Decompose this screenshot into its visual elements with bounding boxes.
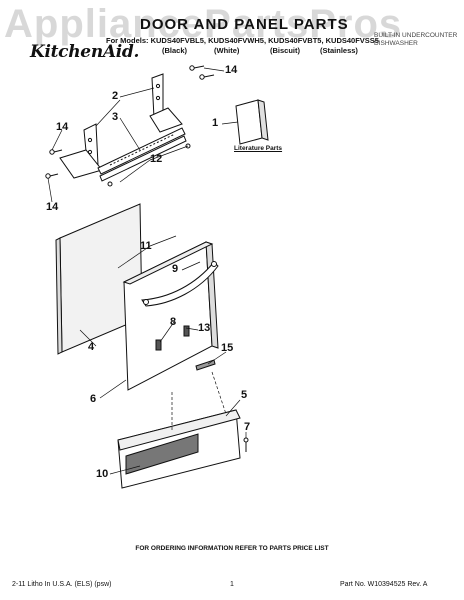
finish-stainless: (Stainless) — [320, 46, 358, 55]
callout-8: 8 — [170, 316, 177, 328]
page-number: 1 — [230, 581, 234, 588]
callout-3: 3 — [112, 111, 119, 123]
callout-9: 9 — [172, 263, 179, 275]
screw-group-left — [45, 149, 63, 179]
callout-13: 13 — [198, 322, 211, 334]
leader-lines — [47, 67, 247, 475]
subtitle-line-2: DISHWASHER — [374, 40, 418, 47]
screw-group-top — [189, 65, 215, 80]
hinge-support-rail — [97, 127, 187, 182]
door-handle — [141, 261, 219, 307]
callout-11: 11 — [140, 240, 152, 252]
callout-10: 10 — [96, 468, 109, 480]
door-bracket-left — [59, 123, 103, 179]
toe-panel-insulation — [125, 433, 199, 475]
toe-panel-screw — [243, 437, 249, 452]
models-line: For Models: KUDS40FVBL5, KUDS40FVWH5, KU… — [106, 36, 379, 45]
callout-2: 2 — [112, 90, 119, 102]
handle-spacers — [155, 325, 190, 351]
callout-15: 15 — [221, 342, 234, 354]
appliance-subtitle: BUILT-IN UNDERCOUNTER DISHWASHER — [374, 32, 457, 48]
screw-group-rail — [107, 143, 191, 187]
watermark-text: AppliancePartsPros — [4, 2, 403, 46]
callout-14-left: 14 — [56, 121, 69, 133]
literature-booklet — [235, 99, 269, 145]
callout-5: 5 — [241, 389, 248, 401]
ordering-info: FOR ORDERING INFORMATION REFER TO PARTS … — [135, 545, 329, 552]
literature-label: Literature Parts — [234, 145, 283, 152]
subtitle-line-1: BUILT-IN UNDERCOUNTER — [374, 32, 458, 39]
finish-white: (White) — [214, 46, 240, 55]
callout-12: 12 — [150, 153, 163, 165]
callout-1: 1 — [212, 117, 219, 129]
part-number: Part No. W10394525 Rev. A — [340, 581, 428, 588]
brand-logo: KitchenAid. — [30, 42, 140, 62]
door-bracket-right — [149, 73, 183, 133]
callout-6: 6 — [90, 393, 97, 405]
finish-biscuit: (Biscuit) — [270, 46, 300, 55]
callout-4: 4 — [88, 341, 95, 353]
litho-note: 2-11 Litho In U.S.A. (ELS) (psw) — [12, 581, 112, 588]
callout-14-bottom: 14 — [46, 201, 59, 213]
callout-14-top: 14 — [225, 64, 238, 76]
finish-black: (Black) — [162, 46, 188, 55]
callout-7: 7 — [244, 421, 251, 433]
page-title: DOOR AND PANEL PARTS — [140, 16, 349, 33]
